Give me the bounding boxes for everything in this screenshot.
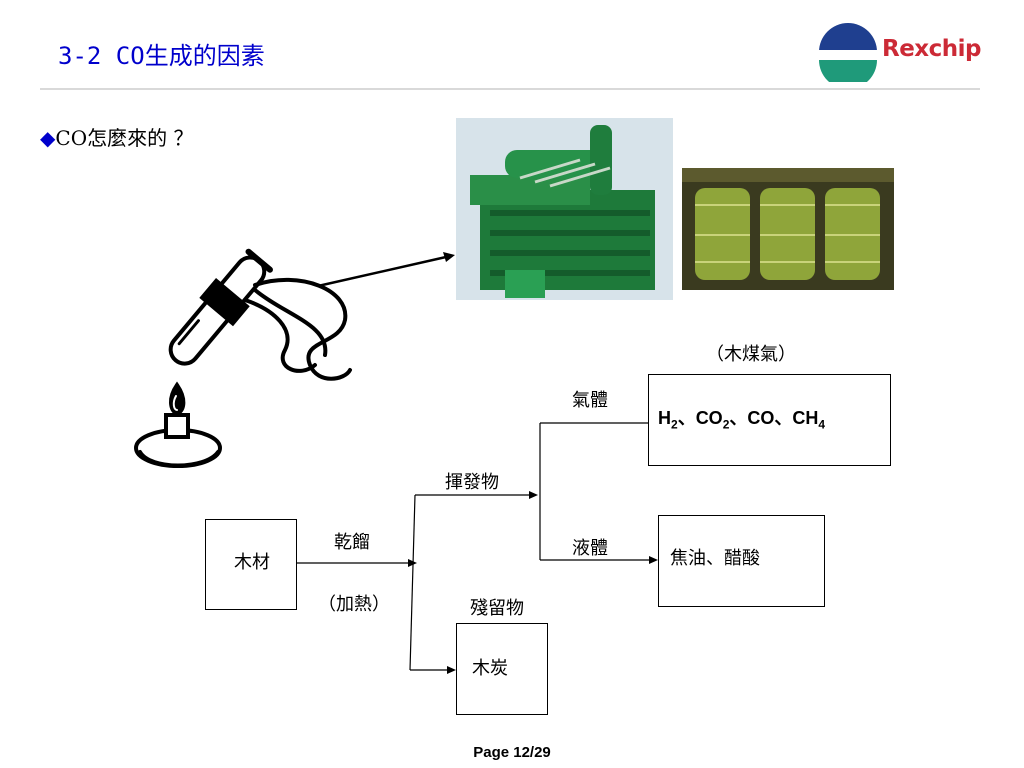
- charcoal-label: 木炭: [472, 658, 508, 679]
- liquid-products-box: [658, 515, 825, 607]
- flow-connectors: [297, 422, 650, 671]
- gas-label: 氣體: [572, 390, 608, 411]
- wood-label: 木材: [234, 552, 270, 573]
- liquid-products-label: 焦油、醋酸: [670, 548, 760, 569]
- question-bullet: ◆CO怎麼來的 ？: [40, 122, 193, 151]
- logo-text: Rexchip: [882, 36, 982, 62]
- distillation-apparatus-illustration: [134, 248, 352, 468]
- gas-products-box: [648, 374, 891, 466]
- charcoal-box: [456, 623, 548, 715]
- pointer-arrow: [317, 255, 447, 288]
- gas-generator-machine-image: [456, 118, 673, 300]
- page-number: Page 12/29: [473, 744, 551, 761]
- dry-distillation-label: 乾餾: [334, 532, 370, 553]
- wood-box: [205, 519, 297, 610]
- rexchip-logo: [818, 23, 880, 82]
- diamond-bullet-icon: ◆: [40, 126, 56, 150]
- heating-label: （加熱）: [318, 594, 390, 615]
- gas-products-formula: H2、CO2、CO、CH4: [658, 408, 826, 432]
- residue-label: 殘留物: [470, 598, 524, 619]
- storage-tanks-image: [682, 168, 894, 290]
- flow-arrowheads: [408, 491, 658, 674]
- volatile-label: 揮發物: [445, 472, 499, 493]
- slide-title: 3-2 CO生成的因素: [58, 42, 265, 70]
- header-divider: [40, 88, 980, 90]
- wood-gas-label: （木煤氣）: [706, 344, 796, 365]
- question-text: CO怎麼來的 ？: [55, 126, 194, 150]
- liquid-label: 液體: [572, 538, 608, 559]
